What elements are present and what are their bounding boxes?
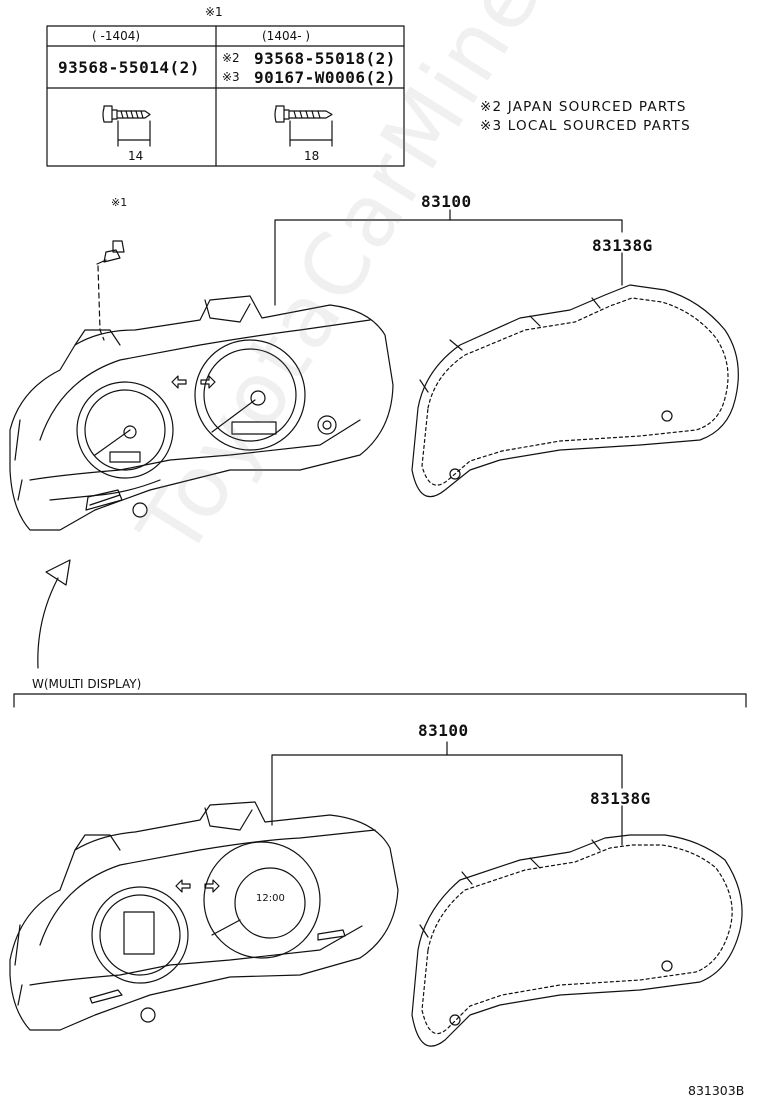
upper-cluster xyxy=(9,295,394,531)
upper-lens-number: 83138G xyxy=(592,236,653,255)
col2-part-b-number: 90167-W0006(2) xyxy=(254,68,396,87)
col2-part-a-mark: ※2 xyxy=(222,51,240,65)
table-col1-header: ( -1404) xyxy=(92,29,141,43)
table-col2-header: (1404- ) xyxy=(262,29,311,43)
screw-18-drawing xyxy=(274,105,333,147)
col2-length-label: 18 xyxy=(304,149,320,163)
lower-lens-number: 83138G xyxy=(590,789,651,808)
variant-label: W(MULTI DISPLAY) xyxy=(32,677,142,691)
lower-lens xyxy=(411,834,743,1047)
variant-bracket xyxy=(13,693,747,708)
note-japan-sourced: ※2 JAPAN SOURCED PARTS xyxy=(480,99,687,115)
col1-length-label: 14 xyxy=(128,149,144,163)
lower-leader-lines xyxy=(271,741,623,846)
upper-assembly-number: 83100 xyxy=(421,192,472,211)
diagram-code: 831303B xyxy=(688,1083,745,1098)
col2-part-a-number: 93568-55018(2) xyxy=(254,49,396,68)
upper-screw xyxy=(96,240,125,341)
table-ref-mark: ※1 xyxy=(205,5,223,19)
col2-part-b-mark: ※3 xyxy=(222,70,240,84)
lower-cluster xyxy=(9,801,399,1031)
lower-assembly-number: 83100 xyxy=(418,721,469,740)
screw-table-grid xyxy=(46,25,405,167)
upper-leader-lines xyxy=(274,209,623,306)
col1-part-number: 93568-55014(2) xyxy=(58,58,200,77)
note-local-sourced: ※3 LOCAL SOURCED PARTS xyxy=(480,118,691,134)
upper-screw-ref: ※1 xyxy=(111,196,128,209)
screw-14-drawing xyxy=(102,105,151,147)
up-arrow xyxy=(37,559,71,669)
upper-lens xyxy=(411,284,739,498)
clock-readout: 12:00 xyxy=(256,893,285,904)
